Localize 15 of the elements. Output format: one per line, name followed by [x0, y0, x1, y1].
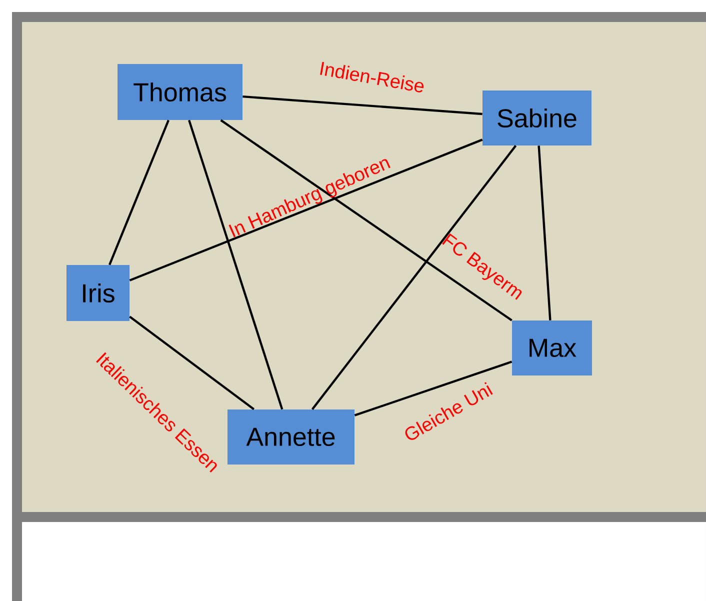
connector-line: [354, 360, 512, 416]
name-box: Iris: [66, 265, 130, 321]
connector-line: [129, 138, 483, 282]
connector-line: [188, 120, 284, 410]
name-box: Annette: [228, 410, 354, 464]
name-box: Max: [512, 320, 592, 376]
name-box: Thomas: [118, 64, 242, 120]
connector-line: [311, 145, 517, 410]
connector-line: [129, 316, 255, 410]
name-box: Sabine: [482, 90, 592, 146]
connector-line: [108, 120, 170, 266]
connector-line: [220, 119, 512, 322]
connector-line: [538, 146, 552, 320]
edge-label: Indien-Reise: [320, 62, 424, 92]
connector-line: [242, 95, 482, 116]
